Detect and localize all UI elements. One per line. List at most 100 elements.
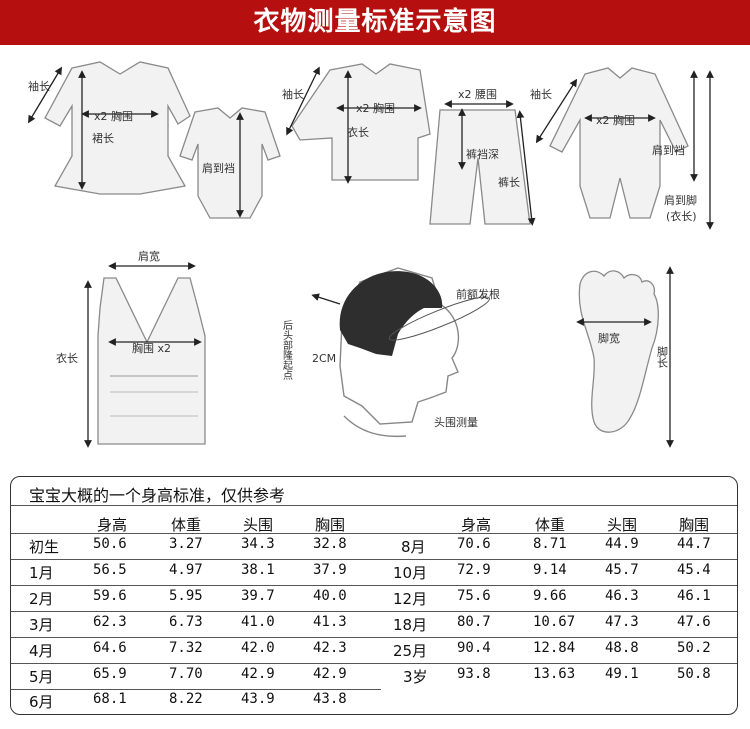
row-divider	[11, 585, 737, 586]
shirt-chest-label: x2 胸围	[356, 101, 395, 115]
table-row: 6月 68.1 8.22 43.9 43.8	[11, 691, 737, 714]
right-header-weight: 体重	[535, 516, 566, 534]
height-cell: 62.3	[93, 614, 127, 630]
age-cell: 18月	[393, 616, 428, 634]
chest-cell: 50.2	[677, 640, 711, 656]
dress-chest-label: x2 胸围	[94, 109, 133, 123]
chest-cell: 41.3	[313, 614, 347, 630]
weight-cell: 7.70	[169, 666, 203, 682]
head-cell: 48.8	[605, 640, 639, 656]
right-header-head: 头围	[607, 516, 638, 534]
pants-waist-label: x2 腰围	[458, 88, 497, 101]
head-front-label: 前额发根	[456, 287, 500, 301]
height-cell: 65.9	[93, 666, 127, 682]
age-cell: 5月	[29, 668, 54, 686]
age-cell: 初生	[29, 538, 60, 556]
left-header-chest: 胸围	[315, 516, 346, 534]
table-row: 初生 50.6 3.27 34.3 32.8 8月 70.6 8.71 44.9…	[11, 536, 737, 560]
left-header-weight: 体重	[171, 516, 202, 534]
right-header-height: 身高	[461, 516, 492, 534]
age-cell: 6月	[29, 693, 54, 711]
head-back-label: 后头部隆起点	[281, 320, 293, 381]
table-row: 2月 59.6 5.95 39.7 40.0 12月 75.6 9.66 46.…	[11, 588, 737, 612]
height-cell: 90.4	[457, 640, 491, 656]
height-cell: 70.6	[457, 536, 491, 552]
weight-cell: 9.14	[533, 562, 567, 578]
age-cell: 3月	[29, 616, 54, 634]
head-caption: 头围测量	[434, 416, 478, 429]
table-row: 4月 64.6 7.32 42.0 42.3 25月 90.4 12.84 48…	[11, 640, 737, 664]
romper-chest-label: x2 胸围	[596, 113, 635, 127]
chest-cell: 43.8	[313, 691, 347, 707]
row-divider	[11, 559, 737, 560]
left-header-height: 身高	[97, 516, 128, 534]
head-offset-label: 2CM	[312, 352, 336, 365]
dress-illustration: 袖长 x2 胸围 裙长	[27, 61, 191, 195]
height-cell: 93.8	[457, 666, 491, 682]
weight-cell: 12.84	[533, 640, 576, 656]
bodysuit-shoulder-crotch-label: 肩到裆	[202, 161, 235, 175]
weight-cell: 3.27	[169, 536, 203, 552]
weight-cell: 8.71	[533, 536, 567, 552]
weight-cell: 7.32	[169, 640, 203, 656]
size-reference-table: 宝宝大概的一个身高标准，仅供参考 身高 体重 头围 胸围 身高 体重 头围 胸围…	[10, 476, 738, 715]
chest-cell: 42.9	[313, 666, 347, 682]
page-title: 衣物测量标准示意图	[253, 7, 497, 37]
head-cell: 45.7	[605, 562, 639, 578]
romper-shoulder-foot-sublabel: (衣长)	[666, 209, 697, 223]
foot-width-label: 脚宽	[598, 331, 620, 345]
head-cell: 47.3	[605, 614, 639, 630]
age-cell: 1月	[29, 564, 54, 582]
age-cell: 3岁	[403, 668, 428, 686]
height-cell: 75.6	[457, 588, 491, 604]
chest-cell: 45.4	[677, 562, 711, 578]
pants-length-label: 裤长	[498, 175, 520, 189]
chest-cell: 50.8	[677, 666, 711, 682]
height-cell: 56.5	[93, 562, 127, 578]
dress-sleeve-label: 袖长	[28, 79, 50, 93]
weight-cell: 8.22	[169, 691, 203, 707]
table-title-divider	[11, 505, 737, 506]
head-cell: 44.9	[605, 536, 639, 552]
chest-cell: 47.6	[677, 614, 711, 630]
shirt-illustration: 袖长 x2 胸围 衣长	[282, 63, 431, 184]
row-divider	[11, 689, 381, 690]
head-cell: 41.0	[241, 614, 275, 630]
height-cell: 64.6	[93, 640, 127, 656]
vest-shoulder-label: 肩宽	[138, 249, 160, 263]
head-cell: 42.9	[241, 666, 275, 682]
shirt-length-label: 衣长	[347, 125, 369, 139]
vest-illustration: 肩宽 胸围 x2 衣长	[56, 249, 206, 448]
chest-cell: 40.0	[313, 588, 347, 604]
pants-illustration: x2 腰围 裤裆深 裤长	[429, 88, 536, 226]
romper-sleeve-label: 袖长	[530, 87, 552, 101]
head-cell: 34.3	[241, 536, 275, 552]
chest-cell: 46.1	[677, 588, 711, 604]
weight-cell: 10.67	[533, 614, 576, 630]
height-cell: 59.6	[93, 588, 127, 604]
foot-illustration: 脚宽 脚长	[576, 266, 674, 448]
chest-cell: 44.7	[677, 536, 711, 552]
foot-length-label: 脚长	[656, 345, 669, 368]
weight-cell: 13.63	[533, 666, 576, 682]
age-cell: 4月	[29, 642, 54, 660]
row-divider	[11, 611, 737, 612]
dress-skirt-label: 裙长	[92, 132, 114, 145]
row-divider	[11, 663, 737, 664]
bodysuit-illustration: 肩到裆	[179, 107, 281, 219]
table-row: 1月 56.5 4.97 38.1 37.9 10月 72.9 9.14 45.…	[11, 562, 737, 586]
age-cell: 12月	[393, 590, 428, 608]
measurement-diagrams: 袖长 x2 胸围 裙长 肩到裆 袖长 x2 胸围 衣长 x2 腰围 裤裆深 裤长…	[27, 61, 714, 448]
romper-illustration: 袖长 x2 胸围 肩到裆 肩到脚 (衣长)	[530, 67, 714, 230]
row-divider	[11, 533, 737, 534]
weight-cell: 4.97	[169, 562, 203, 578]
head-cell: 42.0	[241, 640, 275, 656]
head-cell: 38.1	[241, 562, 275, 578]
age-cell: 2月	[29, 590, 54, 608]
age-cell: 10月	[393, 564, 428, 582]
left-header-head: 头围	[243, 516, 274, 534]
height-cell: 72.9	[457, 562, 491, 578]
table-title: 宝宝大概的一个身高标准，仅供参考	[29, 486, 286, 505]
chest-cell: 32.8	[313, 536, 347, 552]
romper-shoulder-crotch-label: 肩到裆	[652, 143, 685, 157]
